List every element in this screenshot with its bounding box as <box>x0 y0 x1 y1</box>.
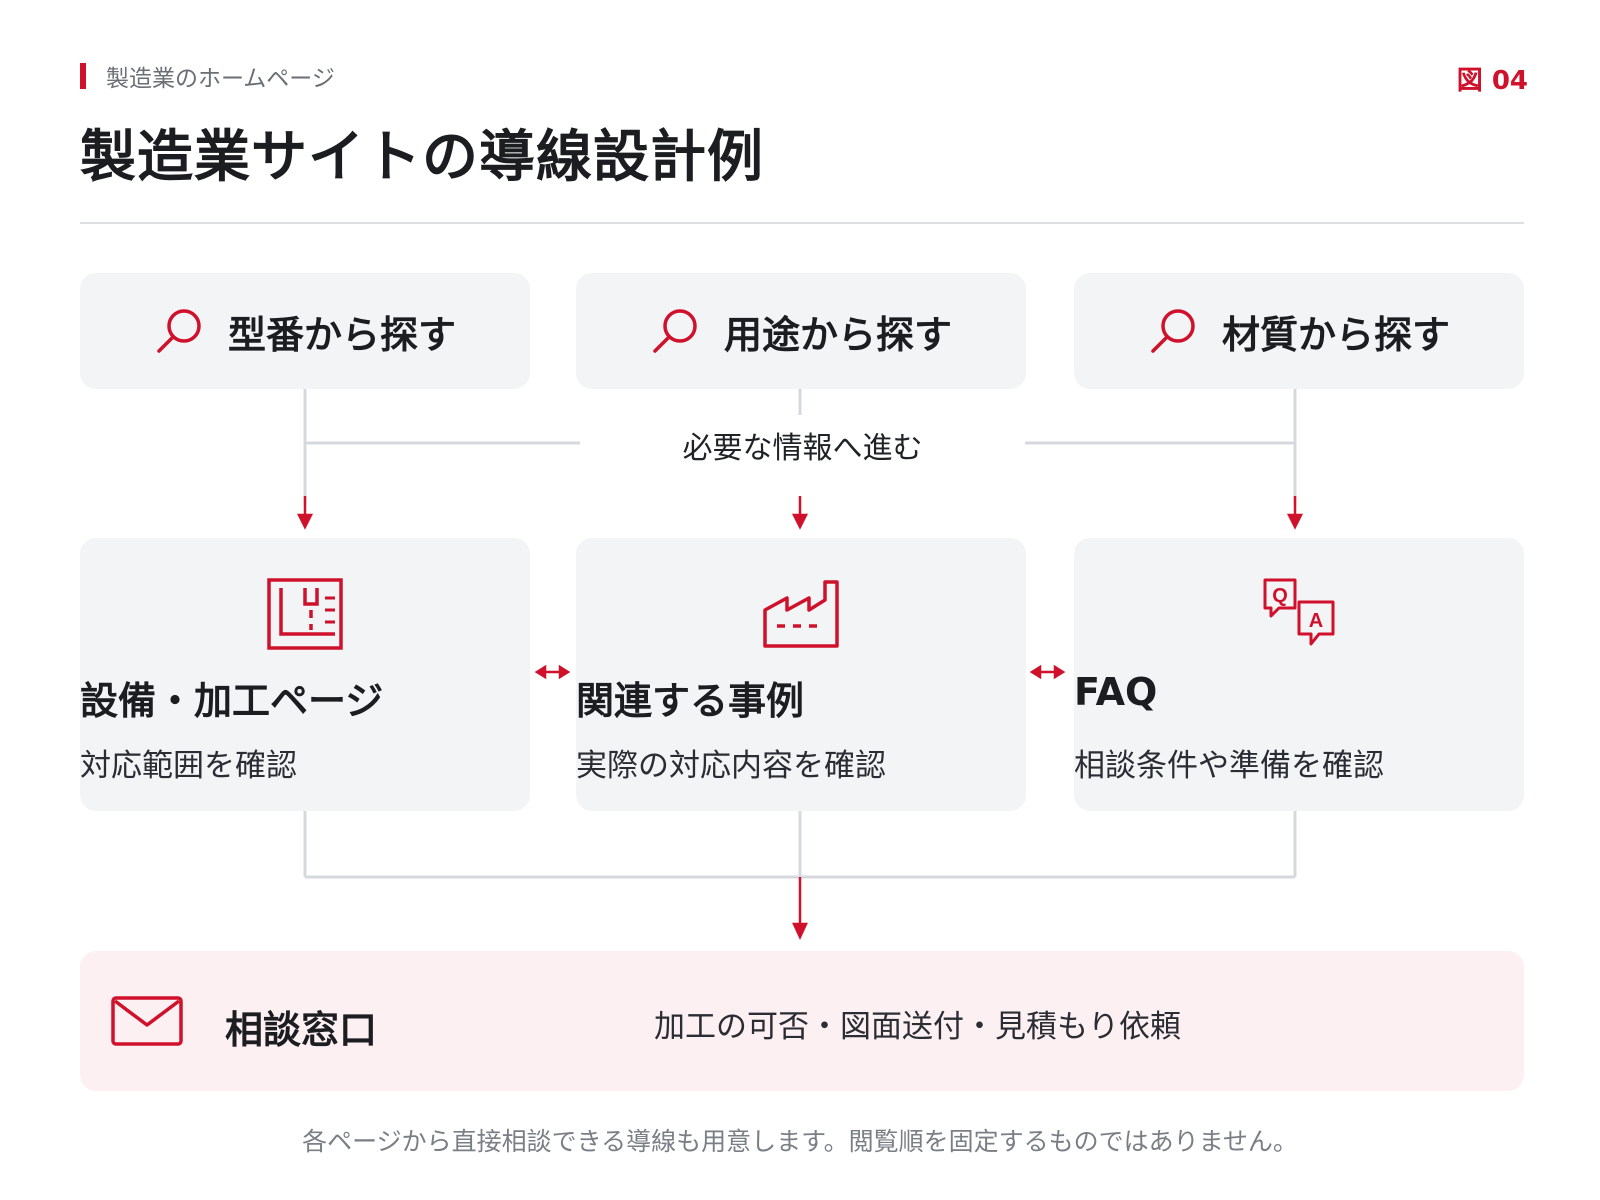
destination-title: FAQ <box>1074 670 1158 714</box>
contact-banner[interactable]: 相談窓口 加工の可否・図面送付・見積もり依頼 <box>80 951 1524 1091</box>
contact-detail: 加工の可否・図面送付・見積もり依頼 <box>654 1009 1181 1045</box>
svg-text:Q: Q <box>1272 585 1288 607</box>
arrow-head <box>1053 664 1066 680</box>
equipment-blueprint-icon <box>267 578 343 650</box>
destination-card-equipment[interactable] <box>80 538 530 811</box>
svg-text:A: A <box>1309 610 1323 632</box>
eyebrow-accent-bar <box>80 63 86 89</box>
destination-subtitle: 対応範囲を確認 <box>80 748 297 784</box>
factory-icon <box>763 580 839 648</box>
destination-title: 関連する事例 <box>576 679 805 723</box>
entry-box-application[interactable]: 用途から探す <box>576 273 1026 389</box>
entry-box-material[interactable]: 材質から探す <box>1074 273 1524 389</box>
flow-note: 必要な情報へ進む <box>600 423 1005 467</box>
entry-label: 用途から探す <box>723 312 952 357</box>
search-icon <box>653 309 697 353</box>
header-divider <box>80 222 1524 224</box>
entry-label: 型番から探す <box>227 312 456 357</box>
destination-card-faq[interactable]: Q A <box>1074 538 1524 811</box>
entry-label: 材質から探す <box>1221 312 1450 357</box>
eyebrow-text: 製造業のホームページ <box>106 66 335 92</box>
arrow-head <box>296 513 314 530</box>
arrow-head <box>1286 513 1304 530</box>
arrow-head <box>534 664 547 680</box>
destination-subtitle: 実際の対応内容を確認 <box>576 748 886 784</box>
page-title: 製造業サイトの導線設計例 <box>80 125 764 190</box>
entry-box-model-number[interactable]: 型番から探す <box>80 273 530 389</box>
arrow-head <box>558 664 571 680</box>
arrow-head <box>791 513 809 530</box>
footnote: 各ページから直接相談できる導線も用意します。閲覧順を固定するものではありません。 <box>302 1127 1298 1156</box>
destination-card-cases[interactable] <box>576 538 1026 811</box>
figure-label: 図 04 <box>1456 66 1528 96</box>
arrow-head <box>792 922 808 940</box>
contact-title: 相談窓口 <box>225 1008 378 1052</box>
qa-bubbles-icon: Q A <box>1263 578 1335 646</box>
search-icon <box>1151 309 1195 353</box>
search-icon <box>157 309 201 353</box>
destination-title: 設備・加工ページ <box>80 679 384 723</box>
destination-subtitle: 相談条件や準備を確認 <box>1074 748 1384 784</box>
arrow-head <box>1029 664 1042 680</box>
eyebrow: 製造業のホームページ <box>80 62 335 92</box>
mail-icon <box>111 996 183 1046</box>
